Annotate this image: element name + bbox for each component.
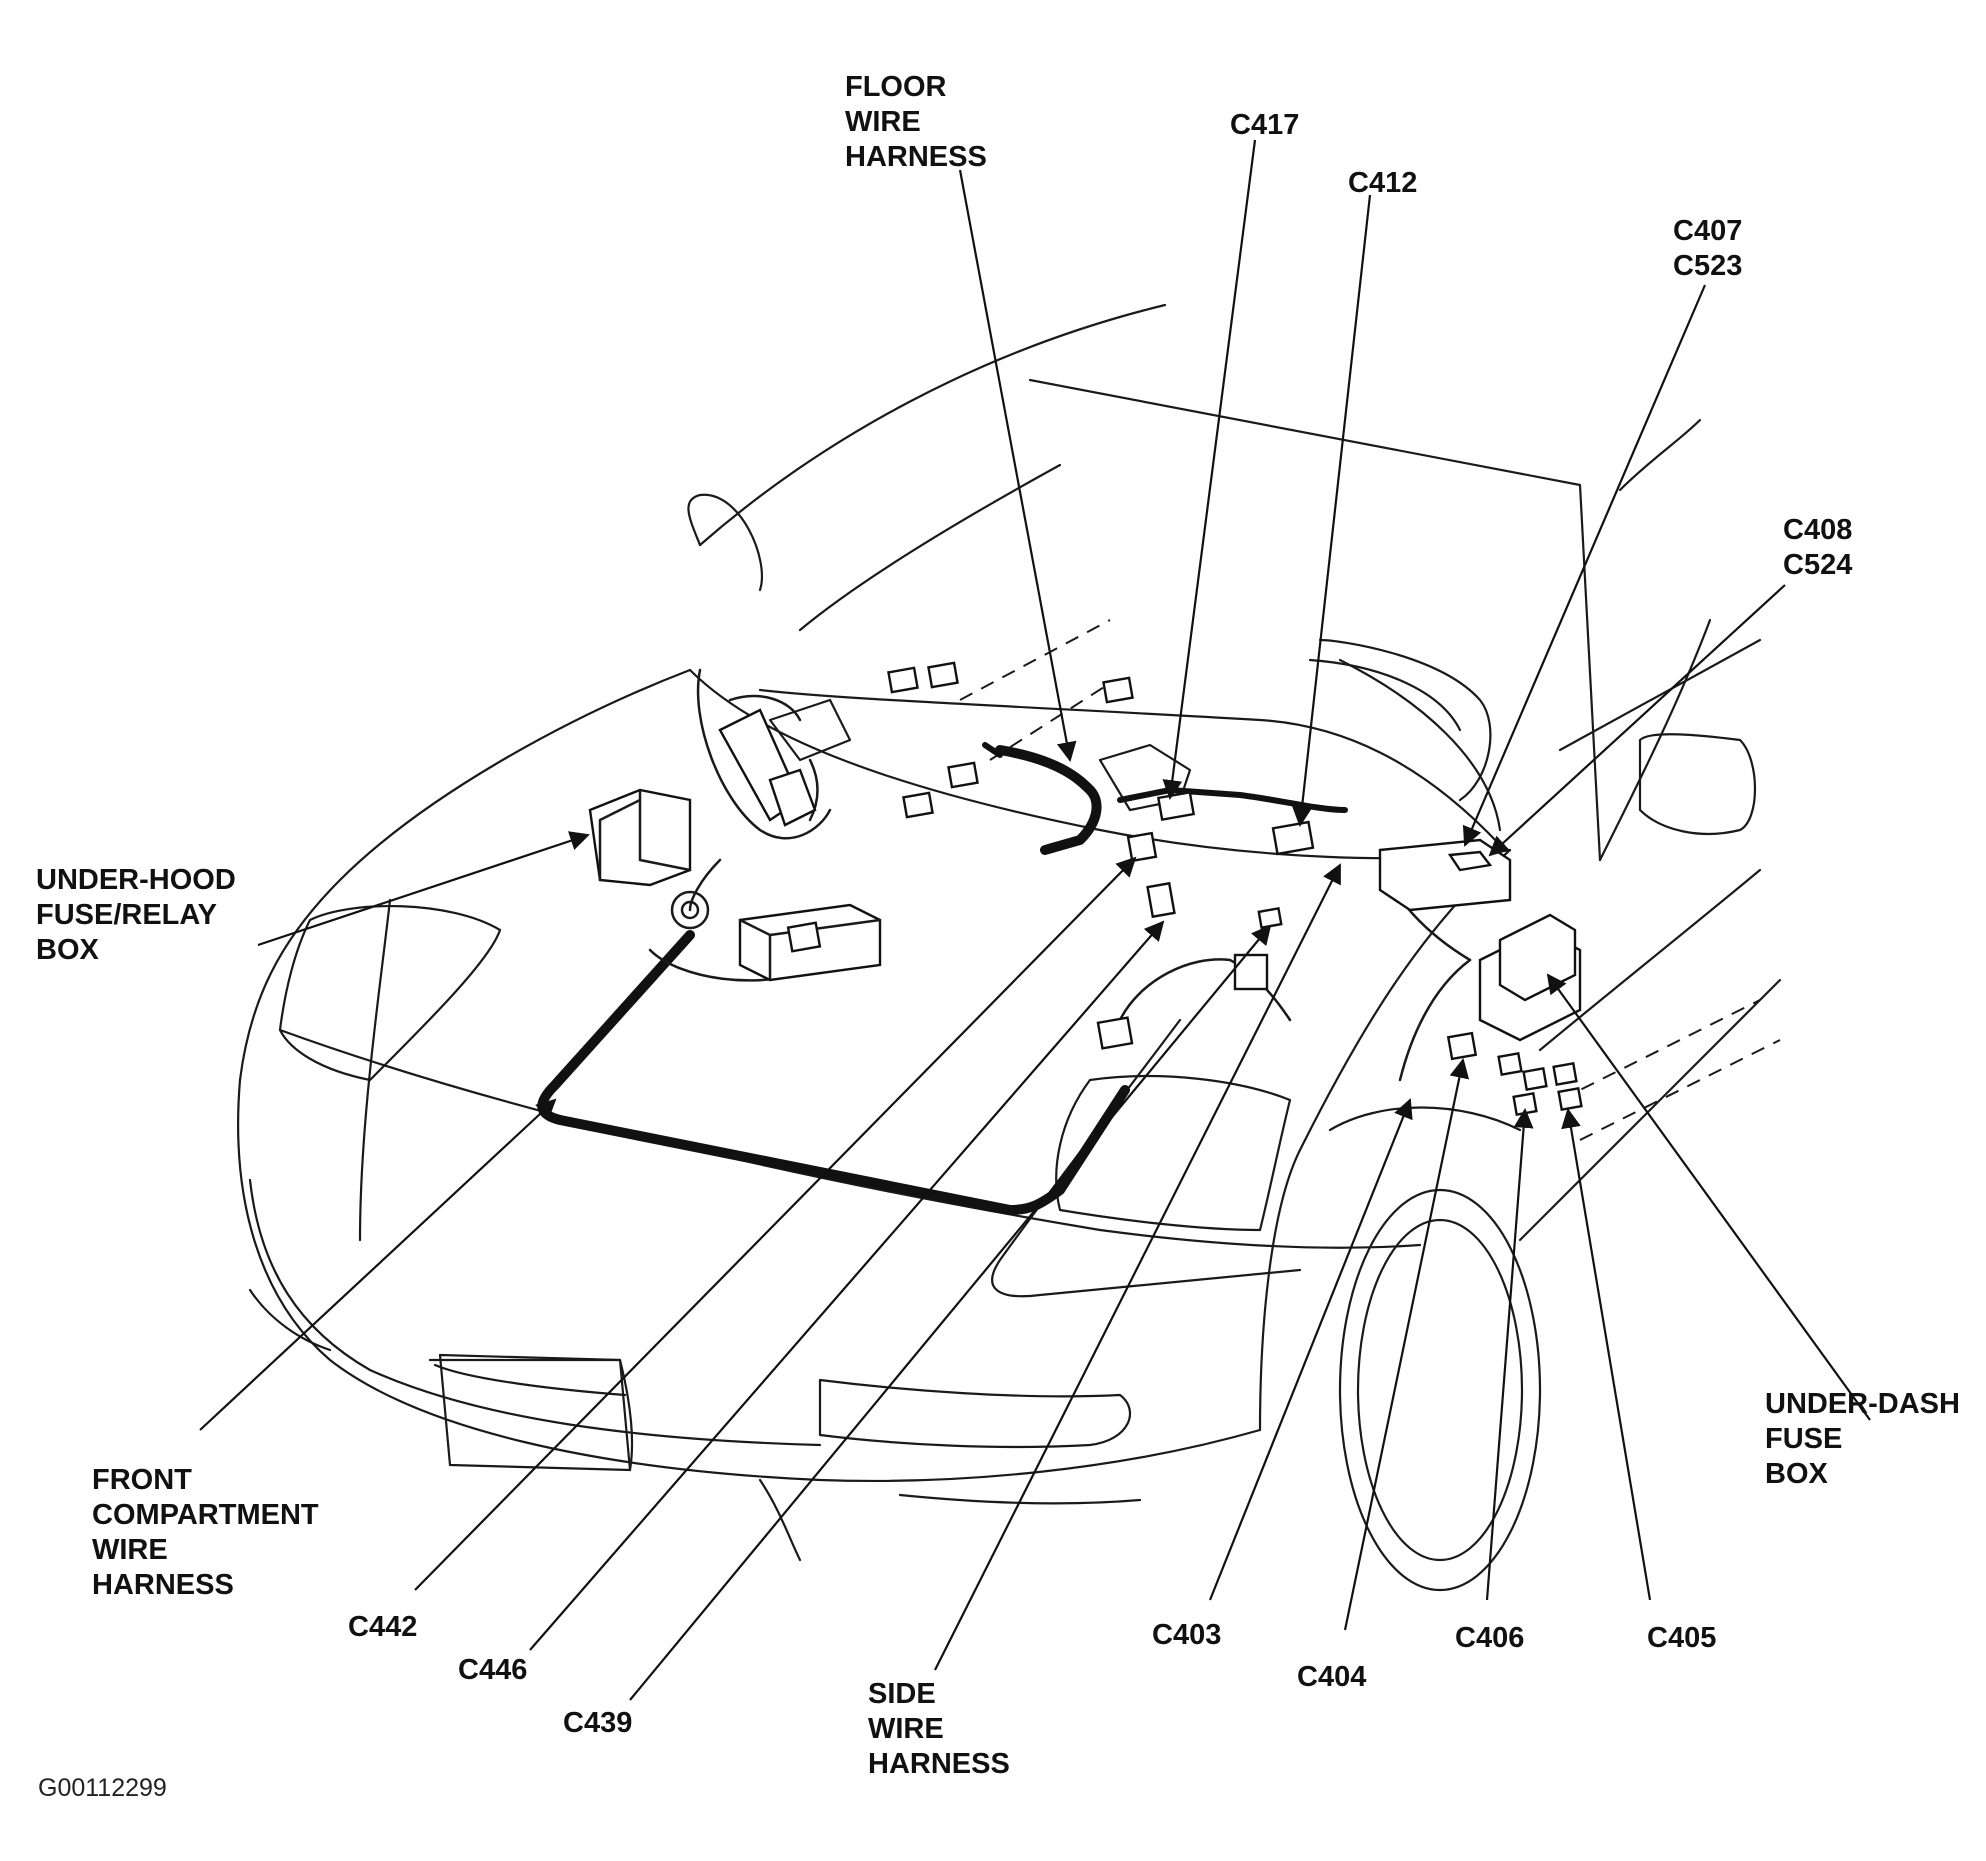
c408-leader bbox=[1488, 584, 1786, 857]
c439-leader bbox=[629, 924, 1272, 1701]
under-hood-box-leader bbox=[257, 831, 590, 947]
floor-wire-harness-label: FLOOR WIRE HARNESS bbox=[845, 71, 987, 173]
c404-label: C404 bbox=[1297, 1661, 1367, 1693]
c408-c524-label: C408 C524 bbox=[1783, 514, 1853, 581]
c412-leader bbox=[1292, 194, 1372, 827]
c417-label: C417 bbox=[1230, 109, 1300, 141]
wire-harnesses bbox=[537, 668, 1472, 1215]
c406-label: C406 bbox=[1455, 1622, 1525, 1654]
c407-leader bbox=[1462, 284, 1707, 847]
c406-leader bbox=[1485, 1108, 1534, 1601]
under-dash-box-leader bbox=[1546, 973, 1871, 1421]
leader-lines bbox=[199, 139, 1871, 1701]
c417-leader bbox=[1162, 139, 1257, 800]
under-dash-fuse-box bbox=[1478, 913, 1582, 1042]
c442-leader bbox=[414, 856, 1137, 1591]
front-compartment-harness-leader bbox=[199, 1098, 557, 1431]
side-harness-leader bbox=[934, 863, 1341, 1671]
c403-label: C403 bbox=[1152, 1619, 1222, 1651]
c439-label: C439 bbox=[563, 1707, 633, 1739]
connectors bbox=[718, 661, 1583, 1116]
c407-c523-label: C407 C523 bbox=[1673, 215, 1743, 282]
c407-c408-block bbox=[1378, 838, 1512, 912]
under-hood-fuse-relay-box-label: UNDER-HOOD FUSE/RELAY BOX bbox=[36, 864, 236, 966]
c446-leader bbox=[529, 920, 1165, 1651]
car-body bbox=[237, 303, 1782, 1592]
c446-label: C446 bbox=[458, 1654, 528, 1686]
c404-leader bbox=[1343, 1058, 1470, 1631]
floor-harness-path bbox=[995, 745, 1102, 855]
c405-label: C405 bbox=[1647, 1622, 1717, 1654]
front-compartment-wire-harness-label: FRONT COMPARTMENT WIRE HARNESS bbox=[92, 1464, 319, 1601]
floor-console-dashes bbox=[959, 619, 1781, 1141]
c442-label: C442 bbox=[348, 1611, 418, 1643]
c412-label: C412 bbox=[1348, 167, 1418, 199]
under-dash-fuse-box-label: UNDER-DASH FUSE BOX bbox=[1765, 1388, 1960, 1490]
c405-leader bbox=[1561, 1108, 1652, 1601]
image-code: G00112299 bbox=[38, 1774, 167, 1802]
floor-harness-leader bbox=[958, 169, 1077, 762]
front-compartment-harness-path bbox=[537, 930, 1130, 1215]
side-wire-harness-label: SIDE WIRE HARNESS bbox=[868, 1678, 1010, 1780]
under-hood-fuse-relay-box bbox=[588, 788, 692, 887]
c403-leader bbox=[1208, 1098, 1413, 1601]
